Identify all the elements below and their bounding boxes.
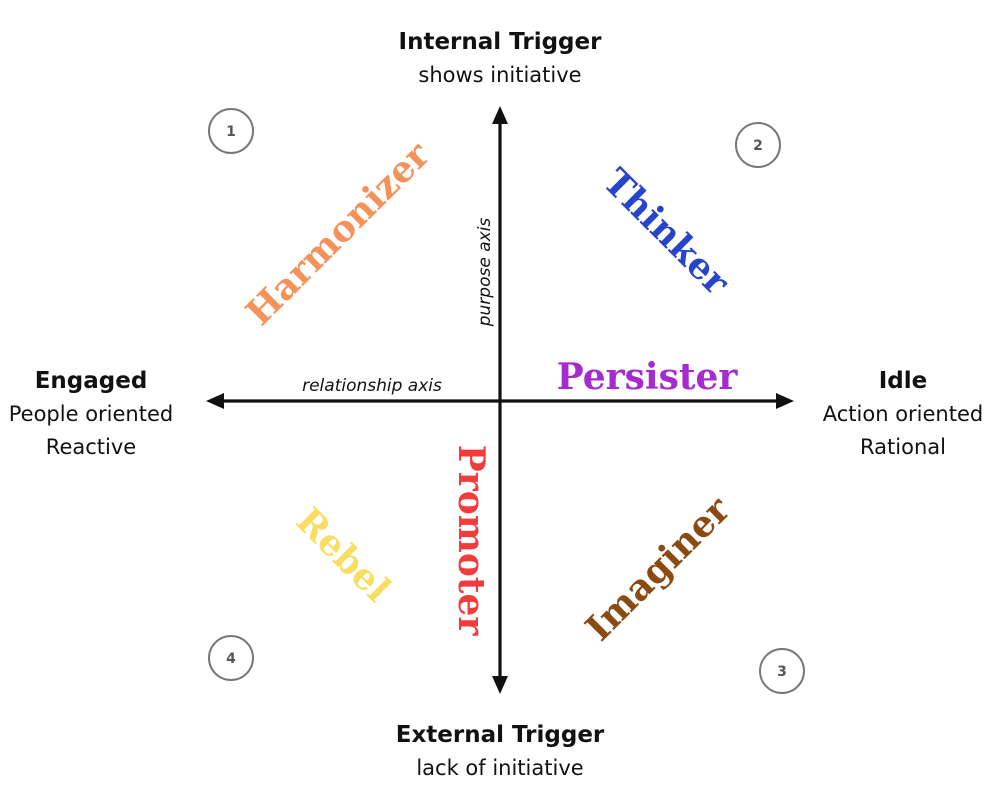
type-harmonizer: Harmonizer (238, 133, 439, 334)
quadrant-marker-3: 3 (759, 648, 805, 694)
quadrant-marker-4: 4 (208, 635, 254, 681)
left-axis-line1: People oriented (8, 402, 174, 426)
top-axis-subtitle: shows initiative (418, 63, 582, 87)
right-axis-title: Idle (878, 368, 928, 394)
arrow-right-icon (776, 393, 794, 409)
type-rebel: Rebel (288, 500, 399, 611)
bottom-axis-title: External Trigger (395, 722, 605, 748)
type-promoter: Promoter (450, 445, 492, 637)
right-axis-line1: Action oriented (822, 402, 984, 426)
top-axis-label: Internal Trigger shows initiative (300, 25, 700, 92)
relationship-axis-label: relationship axis (302, 376, 442, 396)
quadrant-marker-1: 1 (208, 108, 254, 154)
type-thinker: Thinker (595, 161, 738, 304)
bottom-axis-subtitle: lack of initiative (416, 756, 584, 780)
left-axis-title: Engaged (34, 368, 148, 394)
left-axis-label: Engaged People oriented Reactive (0, 364, 182, 464)
arrow-down-icon (492, 676, 508, 694)
purpose-axis-label: purpose axis (475, 218, 495, 328)
left-axis-line2: Reactive (45, 435, 137, 459)
quadrant-number: 2 (753, 138, 763, 154)
quadrant-marker-2: 2 (735, 122, 781, 168)
type-imaginer: Imaginer (578, 488, 739, 649)
right-axis-line2: Rational (860, 435, 946, 459)
quadrant-number: 1 (226, 124, 236, 140)
quadrant-number: 4 (226, 651, 236, 667)
top-axis-title: Internal Trigger (398, 29, 602, 55)
arrow-left-icon (206, 393, 224, 409)
right-axis-label: Idle Action oriented Rational (808, 364, 998, 464)
quadrant-number: 3 (777, 664, 787, 680)
bottom-axis-label: External Trigger lack of initiative (300, 718, 700, 785)
type-persister: Persister (557, 356, 739, 398)
arrow-up-icon (492, 106, 508, 124)
